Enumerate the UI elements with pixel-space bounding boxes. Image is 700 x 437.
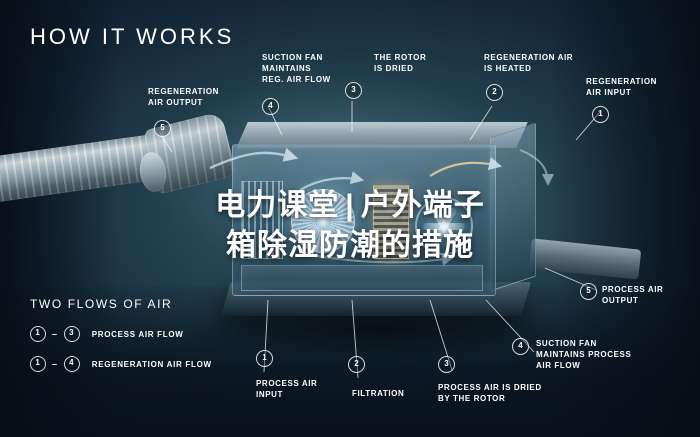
callout-number-2-reg-heated: 2	[486, 84, 503, 101]
callout-process-air-input: PROCESS AIR INPUT	[256, 379, 318, 399]
legend-label-regeneration-air-flow: REGENERATION AIR FLOW	[91, 359, 212, 369]
legend-dash-process: –	[52, 329, 58, 339]
callout-rotor-dried: THE ROTOR IS DRIED	[374, 53, 427, 73]
callout-regeneration-air-input: REGENERATION AIR INPUT	[586, 77, 658, 97]
overlay-title-separator: |	[345, 189, 355, 222]
callout-number-5-regeneration-output: 5	[154, 120, 171, 137]
callout-number-2-filtration: 2	[348, 356, 365, 373]
callout-suction-fan-process: SUCTION FAN MAINTAINS PROCESS AIR FLOW	[536, 339, 632, 370]
callout-process-air-output: PROCESS AIR OUTPUT	[602, 285, 664, 305]
callout-regeneration-air-output: REGENERATION AIR OUTPUT	[148, 87, 220, 107]
background-wall-left	[0, 0, 120, 437]
callout-number-1-process-input: 1	[256, 350, 273, 367]
legend-label-process-air-flow: PROCESS AIR FLOW	[91, 329, 184, 339]
heater-coil	[373, 185, 409, 259]
legend-title: TWO FLOWS OF AIR	[30, 297, 173, 311]
desiccant-rotor	[291, 189, 355, 253]
overlay-watermark-title: 电力课堂|户外端子 箱除湿防潮的措施	[0, 186, 700, 266]
legend-dash-regeneration: –	[52, 359, 58, 369]
callout-number-3-process-dried: 3	[438, 356, 455, 373]
callout-number-4-suction-fan-reg: 4	[262, 98, 279, 115]
overlay-title-part-b: 户外端子	[360, 189, 485, 222]
callout-filtration: FILTRATION	[352, 389, 405, 398]
callout-number-1-reg-input: 1	[592, 106, 609, 123]
callout-regeneration-air-heated: REGENERATION AIR IS HEATED	[484, 53, 574, 73]
callout-number-3-rotor-dried: 3	[345, 82, 362, 99]
callout-process-air-dried: PROCESS AIR IS DRIED BY THE ROTOR	[438, 383, 542, 403]
machine-lower-panel	[241, 265, 483, 291]
legend-row-process: 1 – 3 PROCESS AIR FLOW	[30, 326, 184, 342]
legend-number-3-process: 3	[63, 326, 80, 342]
page-title: HOW IT WORKS	[30, 24, 234, 50]
page-title-text: HOW IT WORKS	[30, 24, 235, 49]
legend-number-4-regeneration: 4	[63, 356, 80, 372]
overlay-title-line-1: 电力课堂|户外端子	[0, 186, 700, 226]
background-wall-right	[550, 0, 700, 437]
filter-grille	[241, 181, 283, 259]
overlay-title-line-2: 箱除湿防潮的措施	[226, 229, 474, 262]
legend-number-1-process: 1	[30, 326, 46, 342]
rotor-hub	[315, 213, 331, 229]
dehumidifier-unit	[232, 122, 536, 300]
overlay-title-part-a: 电力课堂	[215, 189, 340, 222]
machine-front-panel	[232, 144, 496, 296]
callout-number-4-suction-fan-process: 4	[512, 338, 529, 355]
callout-suction-fan-reg: SUCTION FAN MAINTAINS REG. AIR FLOW	[262, 53, 331, 84]
legend-row-regeneration: 1 – 4 REGENERATION AIR FLOW	[30, 356, 212, 372]
legend-number-1-regeneration: 1	[30, 356, 46, 372]
callout-number-5-process-output: 5	[580, 283, 597, 300]
